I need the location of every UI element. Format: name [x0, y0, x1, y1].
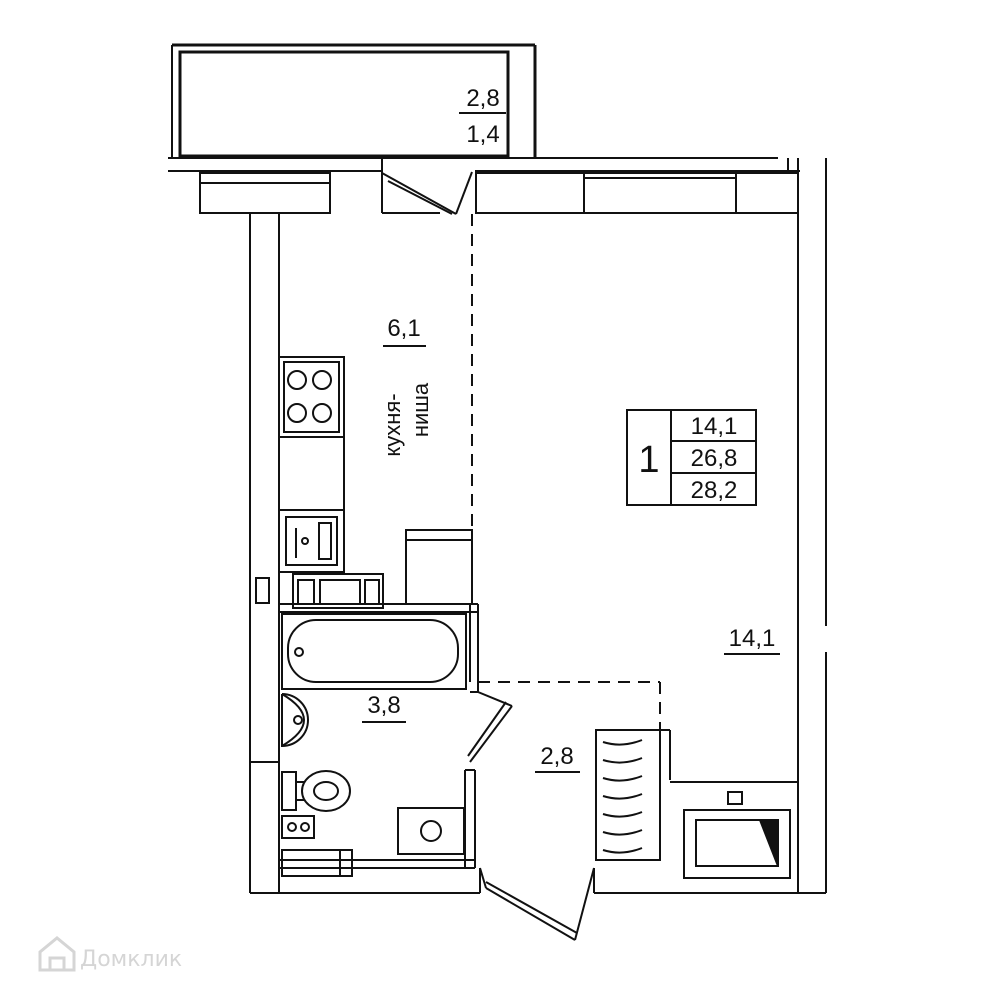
room-area: 14,1	[729, 625, 776, 652]
top-wall	[168, 157, 800, 214]
tv-stand-icon	[670, 781, 798, 879]
bathroom-area: 3,8	[367, 692, 400, 719]
hall-area-label: 2,8	[535, 743, 580, 773]
bathroom-area-label: 3,8	[362, 692, 406, 723]
watermark-text: Домклик	[80, 947, 182, 972]
kitchen-sink-icon	[278, 509, 345, 573]
bidet-controls-icon	[281, 815, 315, 839]
total-area-with-balcony: 28,2	[691, 477, 738, 504]
kitchen-label-line1: кухня-	[380, 393, 405, 456]
house-logo-icon	[38, 936, 76, 972]
bathtub-icon	[281, 613, 467, 690]
shower-tray	[281, 849, 353, 877]
kitchen-counter	[278, 436, 345, 511]
balcony-area-label: 2,8 1,4	[459, 85, 506, 148]
washbasin-icon	[281, 693, 309, 748]
left-wall	[249, 212, 480, 894]
balcony-door[interactable]	[381, 171, 473, 215]
floor-drain-icon	[397, 807, 465, 855]
rooms-count: 1	[638, 439, 659, 481]
kitchen-label-line2: ниша	[408, 382, 433, 437]
kitchen-area: 6,1	[387, 315, 420, 342]
watermark: Домклик	[38, 936, 182, 972]
apartment-summary-table	[626, 409, 757, 506]
living-area: 14,1	[691, 413, 738, 440]
fridge-icon	[405, 529, 473, 605]
bathroom-door[interactable]	[467, 691, 513, 763]
right-wall	[797, 158, 827, 894]
washing-machine-icon	[292, 573, 384, 609]
toilet-icon	[281, 770, 351, 812]
bathroom-walls	[279, 603, 479, 869]
kitchen-niche-label: 6,1 кухня- ниша	[380, 315, 433, 457]
stove-icon	[278, 356, 345, 438]
zone-separators	[471, 214, 661, 730]
bottom-wall	[479, 868, 798, 894]
room-area-label: 14,1	[724, 625, 780, 655]
balcony-area: 2,8	[466, 85, 499, 112]
hall-area: 2,8	[540, 743, 573, 770]
balcony-coefficient-area: 1,4	[466, 121, 499, 148]
wardrobe-icon	[595, 729, 671, 861]
entrance-door[interactable]	[479, 867, 595, 941]
total-area: 26,8	[691, 445, 738, 472]
